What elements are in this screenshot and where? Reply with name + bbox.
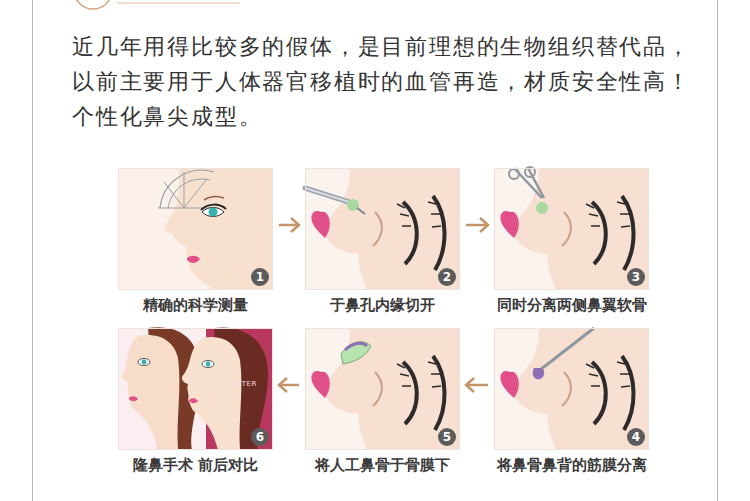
step-arrow bbox=[279, 218, 299, 232]
step-caption: 隆鼻手术 前后对比 bbox=[133, 456, 258, 475]
step-panel: 6隆鼻手术 前后对比 bbox=[118, 328, 273, 450]
callout-number: 3 bbox=[627, 268, 645, 286]
step-caption: 将鼻骨鼻背的筋膜分离 bbox=[497, 456, 647, 475]
after-mark: AFTER bbox=[232, 380, 257, 388]
step-arrow bbox=[466, 218, 488, 232]
description-text: 近几年用得比较多的假体，是目前理想的生物组织替代品， 以前主要用于人体器官移植时… bbox=[72, 29, 697, 134]
callout-number: 4 bbox=[627, 428, 645, 446]
step-panel: 5将人工鼻骨于骨膜下 bbox=[305, 328, 460, 450]
callout-number: 1 bbox=[251, 268, 269, 286]
step-panel: 4将鼻骨鼻背的筋膜分离 bbox=[494, 328, 649, 450]
step-caption: 同时分离两侧鼻翼软骨 bbox=[497, 296, 647, 315]
step-panel: 3同时分离两侧鼻翼软骨 bbox=[494, 168, 649, 290]
step-panel: 1精确的科学测量 bbox=[118, 168, 273, 290]
step-arrow bbox=[279, 378, 299, 392]
step-panel: 2于鼻孔内缘切开 bbox=[305, 168, 460, 290]
step-caption: 于鼻孔内缘切开 bbox=[330, 296, 435, 315]
callout-number: 6 bbox=[251, 428, 269, 446]
step-caption: 精确的科学测量 bbox=[143, 296, 248, 315]
callout-number: 2 bbox=[438, 268, 456, 286]
callout-number: 5 bbox=[438, 428, 456, 446]
step-arrow bbox=[466, 378, 488, 392]
step-caption: 将人工鼻骨于骨膜下 bbox=[315, 456, 450, 475]
